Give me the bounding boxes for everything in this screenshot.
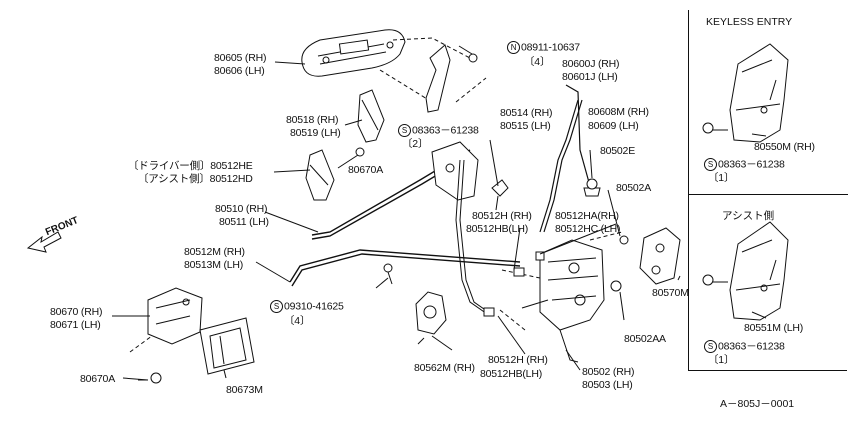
label-80512m: 80512M (RH): [184, 246, 245, 258]
label-80609: 80609 (LH): [588, 120, 639, 132]
assist-title: アシスト側: [722, 210, 775, 222]
label-80601j: 80601J (LH): [562, 71, 618, 83]
door-lock-illustration: [521, 239, 605, 363]
assist-bolt-qty: 〔1〕: [708, 354, 735, 366]
label-80512hd: 〔アシスト側〕80512HD: [138, 173, 253, 185]
clip-lower-icon: [483, 307, 495, 317]
keyless-bolt-qty: 〔1〕: [708, 172, 735, 184]
outside-handle-illustration: [301, 29, 406, 77]
label-80670: 80670 (RH): [50, 306, 103, 318]
label-80512h: 80512H (RH): [472, 210, 532, 222]
label-80608m: 80608M (RH): [588, 106, 649, 118]
keyless-part-label: 80550M (RH): [754, 141, 815, 153]
screw-bolt-symbol: S: [270, 300, 283, 313]
label-80600j: 80600J (RH): [562, 58, 620, 70]
keyless-bolt-code: 08363－61238: [718, 158, 785, 171]
label-screw-bolt-qty: 〔4〕: [284, 315, 311, 327]
assist-bolt-symbol: S: [704, 340, 717, 353]
bolt-main-code: 08363－61238: [412, 124, 479, 137]
grommet-80502aa-icon: [610, 280, 622, 292]
label-80673m: 80673M: [226, 384, 263, 396]
assist-actuator-illustration: [702, 221, 789, 321]
clip-80512he-illustration: [305, 149, 335, 201]
front-arrow-icon: [26, 231, 62, 253]
nut-symbol: N: [507, 41, 520, 54]
rod-80600j-illustration: [425, 44, 478, 113]
rod-80608m-illustration: [565, 84, 591, 187]
keyless-bolt-symbol: S: [704, 158, 717, 171]
keyless-actuator-illustration: [702, 43, 789, 143]
label-bolt-main-qty: 〔2〕: [402, 138, 429, 150]
grommet-80502a-icon: [619, 235, 629, 245]
rod-80512m-illustration: [289, 249, 521, 287]
diagram-code: A－805J－0001: [720, 398, 795, 410]
label-80512ha: 80512HA(RH): [555, 210, 619, 222]
label-80562m: 80562M (RH): [414, 362, 475, 374]
label-80502a: 80502A: [616, 182, 652, 194]
label-80511: 80511 (LH): [219, 216, 269, 228]
bolt-main-symbol: S: [398, 124, 411, 137]
label-80671: 80671 (LH): [50, 319, 101, 331]
label-80503: 80503 (LH): [582, 379, 633, 391]
label-80515: 80515 (LH): [500, 120, 551, 132]
label-80514: 80514 (RH): [500, 107, 553, 119]
label-80512he: 〔ドライバー側〕80512HE: [128, 160, 253, 172]
rod-80514-illustration: [539, 99, 583, 233]
label-nut-qty: 〔4〕: [524, 56, 551, 68]
label-80570m: 80570M: [652, 287, 689, 299]
screw-bolt-code: 09310-41625: [284, 300, 344, 313]
label-80512hc: 80512HC (LH): [555, 223, 621, 235]
label-80518: 80518 (RH): [286, 114, 339, 126]
label-80670a-bottom: 80670A: [80, 373, 116, 385]
inset-divider: [688, 194, 848, 195]
inset-frame: [688, 10, 847, 371]
label-80512hb-lower: 80512HB(LH): [480, 368, 542, 380]
striker-80570m-illustration: [639, 227, 681, 285]
actuator-80562m-illustration: [415, 291, 447, 345]
clip-80512h-icon: [513, 251, 545, 277]
label-80502: 80502 (RH): [582, 366, 635, 378]
escutcheon-80670-illustration: [147, 287, 203, 345]
label-80606: 80606 (LH): [214, 65, 265, 77]
label-80513m: 80513M (LH): [184, 259, 244, 271]
screw-80670a-bottom-icon: [138, 372, 162, 384]
bracket-80518-illustration: [355, 89, 385, 157]
leader-lines: [112, 45, 681, 381]
grommet-80502e-icon: [583, 178, 601, 197]
label-80605: 80605 (RH): [214, 52, 267, 64]
label-80510: 80510 (RH): [215, 203, 268, 215]
label-80502e: 80502E: [600, 145, 636, 157]
label-80502aa: 80502AA: [624, 333, 666, 345]
label-80670a-top: 80670A: [348, 164, 384, 176]
center-bracket-illustration: [431, 141, 509, 211]
assist-bolt-code: 08363－61238: [718, 340, 785, 353]
nut-code: 08911-10637: [521, 41, 580, 54]
label-80519: 80519 (LH): [290, 127, 341, 139]
label-80512hb: 80512HB(LH): [466, 223, 528, 235]
screw-lock-icon: [383, 263, 393, 285]
rod-lower-illustration: [455, 159, 495, 317]
inner-handle-80673m-illustration: [199, 317, 255, 375]
label-80512h-lower: 80512H (RH): [488, 354, 548, 366]
keyless-title: KEYLESS ENTRY: [706, 16, 793, 28]
assist-part-label: 80551M (LH): [744, 322, 804, 334]
